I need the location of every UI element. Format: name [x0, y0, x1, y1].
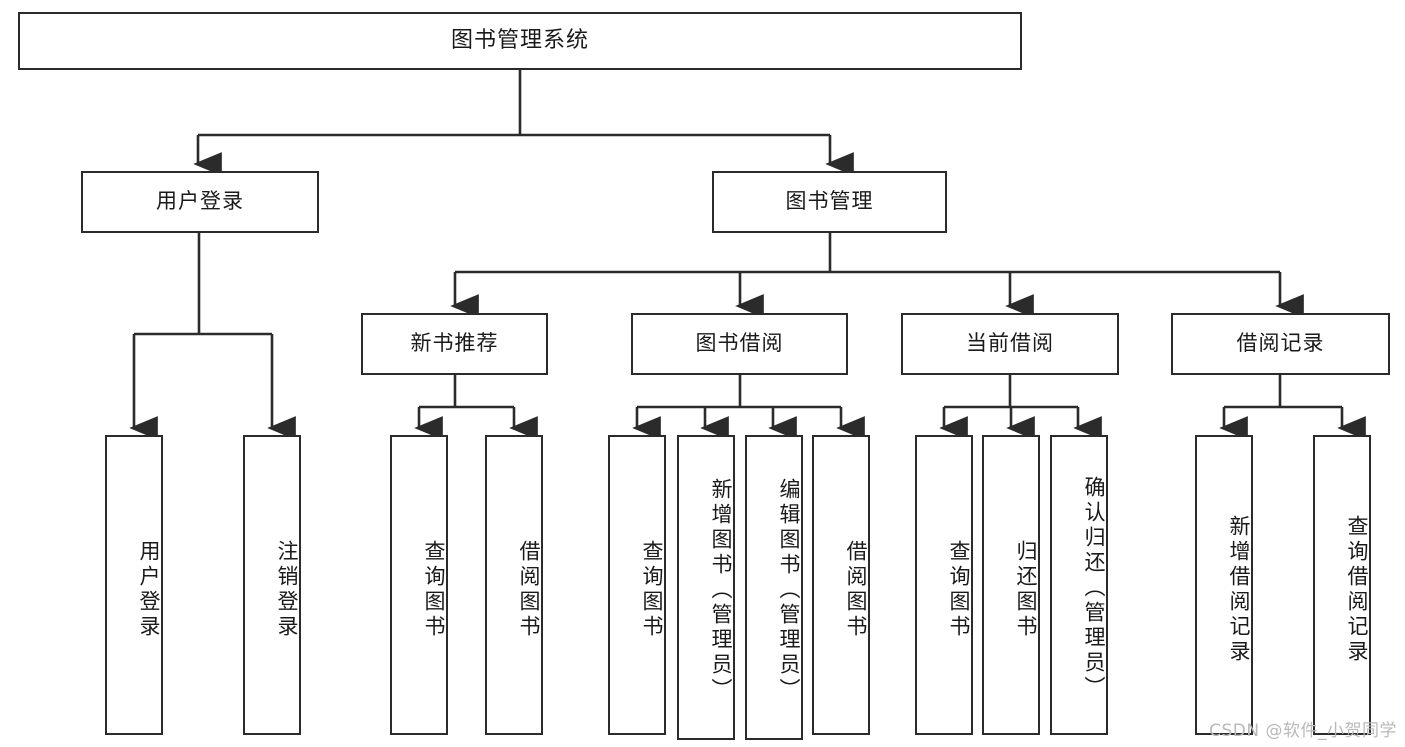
- node-new-book-recommend[interactable]: 新书推荐: [361, 313, 548, 375]
- node-book-manage[interactable]: 图书管理: [712, 171, 947, 233]
- node-label: 用户登录: [156, 189, 244, 214]
- node-label: 用户登录: [137, 540, 161, 640]
- node-label: 新增图书（管理员）: [709, 478, 733, 703]
- node-label: 图书借阅: [695, 331, 784, 356]
- node-label: 注销登录: [275, 540, 299, 640]
- node-label: 当前借阅: [966, 331, 1054, 356]
- node-leaf-user-login[interactable]: 用户登录: [105, 435, 163, 735]
- node-user-login[interactable]: 用户登录: [81, 171, 319, 233]
- node-leaf-logout-login[interactable]: 注销登录: [243, 435, 301, 735]
- node-label: 新增借阅记录: [1227, 515, 1251, 665]
- node-label: 图书管理: [785, 189, 874, 214]
- node-book-borrow[interactable]: 图书借阅: [631, 313, 848, 375]
- node-leaf-confirm-return-admin[interactable]: 确认归还（管理员）: [1050, 435, 1108, 735]
- node-label: 查询图书: [422, 540, 446, 640]
- node-leaf-query-book-recommend[interactable]: 查询图书: [390, 435, 448, 735]
- node-label: 查询图书: [640, 540, 664, 640]
- node-label: 查询图书: [947, 540, 971, 640]
- node-label: 借阅图书: [517, 540, 541, 640]
- node-leaf-add-book-admin[interactable]: 新增图书（管理员）: [677, 435, 735, 740]
- node-leaf-borrow-book-recommend[interactable]: 借阅图书: [485, 435, 543, 735]
- watermark-text: CSDN @软件_小贺同学: [1209, 721, 1397, 741]
- node-current-borrow[interactable]: 当前借阅: [901, 313, 1119, 375]
- node-leaf-query-book-borrow[interactable]: 查询图书: [608, 435, 666, 735]
- node-label: 编辑图书（管理员）: [777, 478, 801, 703]
- node-leaf-return-book[interactable]: 归还图书: [982, 435, 1040, 735]
- node-label: 借阅记录: [1236, 331, 1325, 356]
- node-label: 查询借阅记录: [1345, 515, 1369, 665]
- node-leaf-borrow-book[interactable]: 借阅图书: [812, 435, 870, 735]
- node-label: 图书管理系统: [450, 27, 589, 53]
- node-leaf-edit-book-admin[interactable]: 编辑图书（管理员）: [745, 435, 803, 740]
- node-leaf-query-book-current[interactable]: 查询图书: [915, 435, 973, 735]
- node-root-book-management-system[interactable]: 图书管理系统: [18, 12, 1022, 70]
- node-label: 确认归还（管理员）: [1082, 475, 1106, 701]
- node-label: 借阅图书: [844, 540, 868, 640]
- node-label: 归还图书: [1014, 540, 1038, 640]
- node-label: 新书推荐: [410, 331, 499, 356]
- node-leaf-query-borrow-record[interactable]: 查询借阅记录: [1313, 435, 1371, 735]
- node-borrow-record[interactable]: 借阅记录: [1171, 313, 1390, 375]
- node-leaf-add-borrow-record[interactable]: 新增借阅记录: [1195, 435, 1253, 735]
